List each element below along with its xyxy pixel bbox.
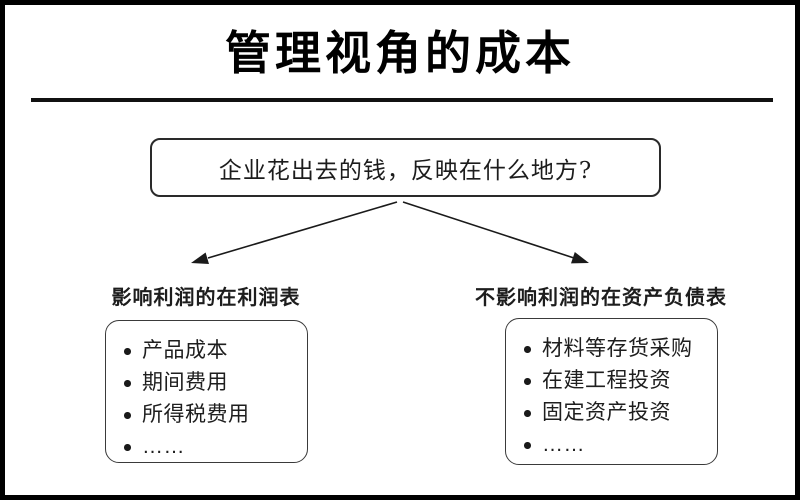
- question-box: 企业花出去的钱，反映在什么地方?: [150, 138, 661, 197]
- left-branch-label: 影响利润的在利润表: [111, 287, 301, 309]
- list-item: 材料等存货采购: [522, 333, 711, 365]
- list-item: 固定资产投资: [522, 397, 711, 429]
- left-items-box: 产品成本 期间费用 所得税费用 ……: [105, 320, 308, 463]
- list-item: ……: [522, 429, 711, 461]
- list-item: ……: [122, 431, 301, 463]
- list-item: 所得税费用: [122, 399, 301, 431]
- down-right-arrow-icon: [402, 201, 589, 264]
- right-items-box: 材料等存货采购 在建工程投资 固定资产投资 ……: [505, 318, 718, 465]
- left-items-list: 产品成本 期间费用 所得税费用 ……: [106, 321, 307, 463]
- right-branch-label: 不影响利润的在资产负债表: [475, 287, 727, 309]
- question-text: 企业花出去的钱，反映在什么地方?: [218, 157, 593, 184]
- title-divider: [31, 98, 773, 102]
- page-title: 管理视角的成本: [225, 26, 575, 80]
- list-item: 产品成本: [122, 335, 301, 367]
- right-items-list: 材料等存货采购 在建工程投资 固定资产投资 ……: [506, 319, 717, 461]
- list-item: 期间费用: [122, 367, 301, 399]
- list-item: 在建工程投资: [522, 365, 711, 397]
- down-left-arrow-icon: [191, 201, 398, 264]
